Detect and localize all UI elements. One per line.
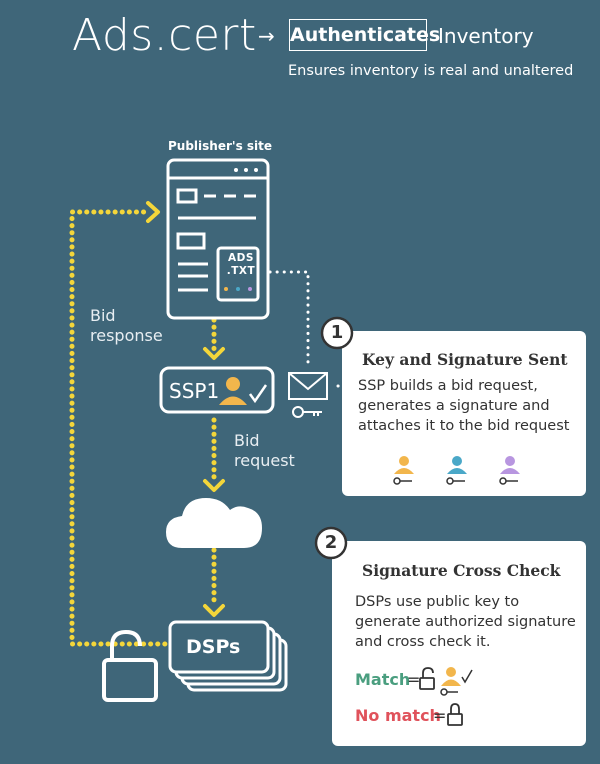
person-key-orange-icon: [393, 456, 414, 485]
step2-card: [332, 541, 586, 746]
bid-response-line: [69, 209, 175, 647]
ssp-box: [159, 366, 275, 414]
ads-txt-people-icon: [224, 287, 252, 291]
ssp-check-icon: [248, 384, 268, 404]
dsp-label: DSPs: [186, 636, 241, 658]
step1-circle: [320, 316, 354, 350]
match-unlocked-icon: [419, 667, 435, 690]
step2-number: 2: [324, 532, 338, 553]
cloud-arrowhead: [203, 479, 225, 492]
dsp-arrowhead: [203, 604, 225, 617]
publisher-site-label: Publisher's site: [168, 139, 273, 153]
bid-response-label: Bid response: [90, 306, 163, 345]
nomatch-equals: =: [433, 706, 447, 725]
step1-body: SSP builds a bid request, generates a si…: [358, 378, 570, 434]
person-key-purple-icon: [499, 456, 520, 485]
step1-title: Key and Signature Sent: [362, 350, 568, 369]
inventory-label: Inventory: [438, 24, 534, 48]
page-subtitle: Ensures inventory is real and unaltered: [288, 63, 574, 79]
unlocked-padlock-icon: [102, 629, 158, 702]
arrow-right-icon: →: [258, 24, 275, 48]
ads-txt-label: ADS .TXT: [226, 252, 256, 277]
match-person-key-icon: [440, 667, 461, 696]
cloud-icon: [166, 498, 262, 548]
key-icon: [292, 406, 322, 418]
publisher-site-icon: [166, 158, 270, 320]
ssp-label: SSP1: [169, 379, 220, 403]
bid-request-label: Bid request: [234, 431, 295, 470]
nomatch-locked-icon: [447, 703, 463, 726]
adstxt-to-key-line: [268, 270, 310, 370]
nomatch-label: No match: [355, 706, 441, 725]
step2-circle: [314, 526, 348, 560]
match-equals: =: [407, 670, 421, 689]
person-key-teal-icon: [446, 456, 467, 485]
dsp-stack-icon: [168, 620, 288, 692]
match-label: Match: [355, 670, 411, 689]
step1-number: 1: [330, 322, 344, 343]
step2-title: Signature Cross Check: [362, 561, 561, 580]
ssp-person-icon: [219, 377, 247, 405]
bid-response-arrowhead: [146, 201, 160, 223]
ssp-arrowhead: [203, 347, 225, 360]
step1-card: [342, 331, 586, 496]
step2-body: DSPs use public key to generate authoriz…: [355, 594, 576, 650]
page-title: Ads.cert: [72, 10, 257, 61]
envelope-icon: [288, 372, 328, 400]
match-check-icon: [461, 669, 473, 684]
authenticates-badge: Authenticates: [289, 19, 440, 51]
